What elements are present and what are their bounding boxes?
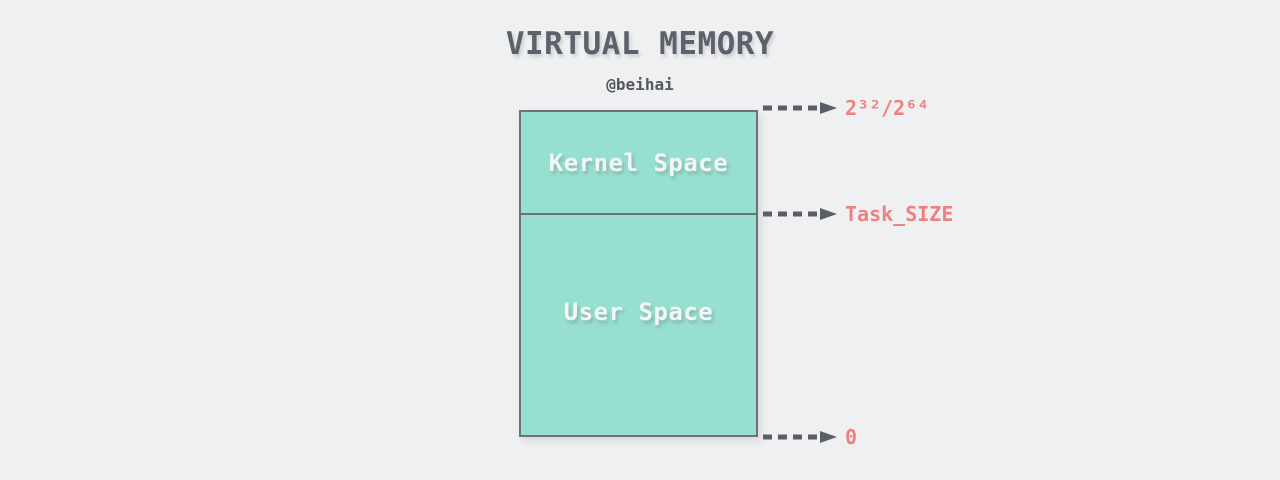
marker-top-address-label: 2³²/2⁶⁴ <box>845 96 930 120</box>
dashed-arrow-right-icon <box>763 431 837 443</box>
segment-user-space: User Space <box>521 215 756 435</box>
marker-task-size-label: Task_SIZE <box>845 202 954 226</box>
marker-zero-address: 0 <box>762 425 857 449</box>
segment-kernel-space-label: Kernel Space <box>548 148 729 177</box>
marker-top-address: 2³²/2⁶⁴ <box>762 96 929 120</box>
author-handle: @beihai <box>606 75 674 94</box>
memory-box: Kernel Space User Space <box>519 110 758 437</box>
segment-kernel-space: Kernel Space <box>521 112 756 215</box>
marker-task-size: Task_SIZE <box>762 202 953 226</box>
marker-zero-address-label: 0 <box>845 425 858 449</box>
dashed-arrow-right-icon <box>763 208 837 220</box>
dashed-arrow-right-icon <box>763 102 837 114</box>
segment-user-space-label: User Space <box>563 298 714 326</box>
page-title: VIRTUAL MEMORY <box>505 26 775 62</box>
